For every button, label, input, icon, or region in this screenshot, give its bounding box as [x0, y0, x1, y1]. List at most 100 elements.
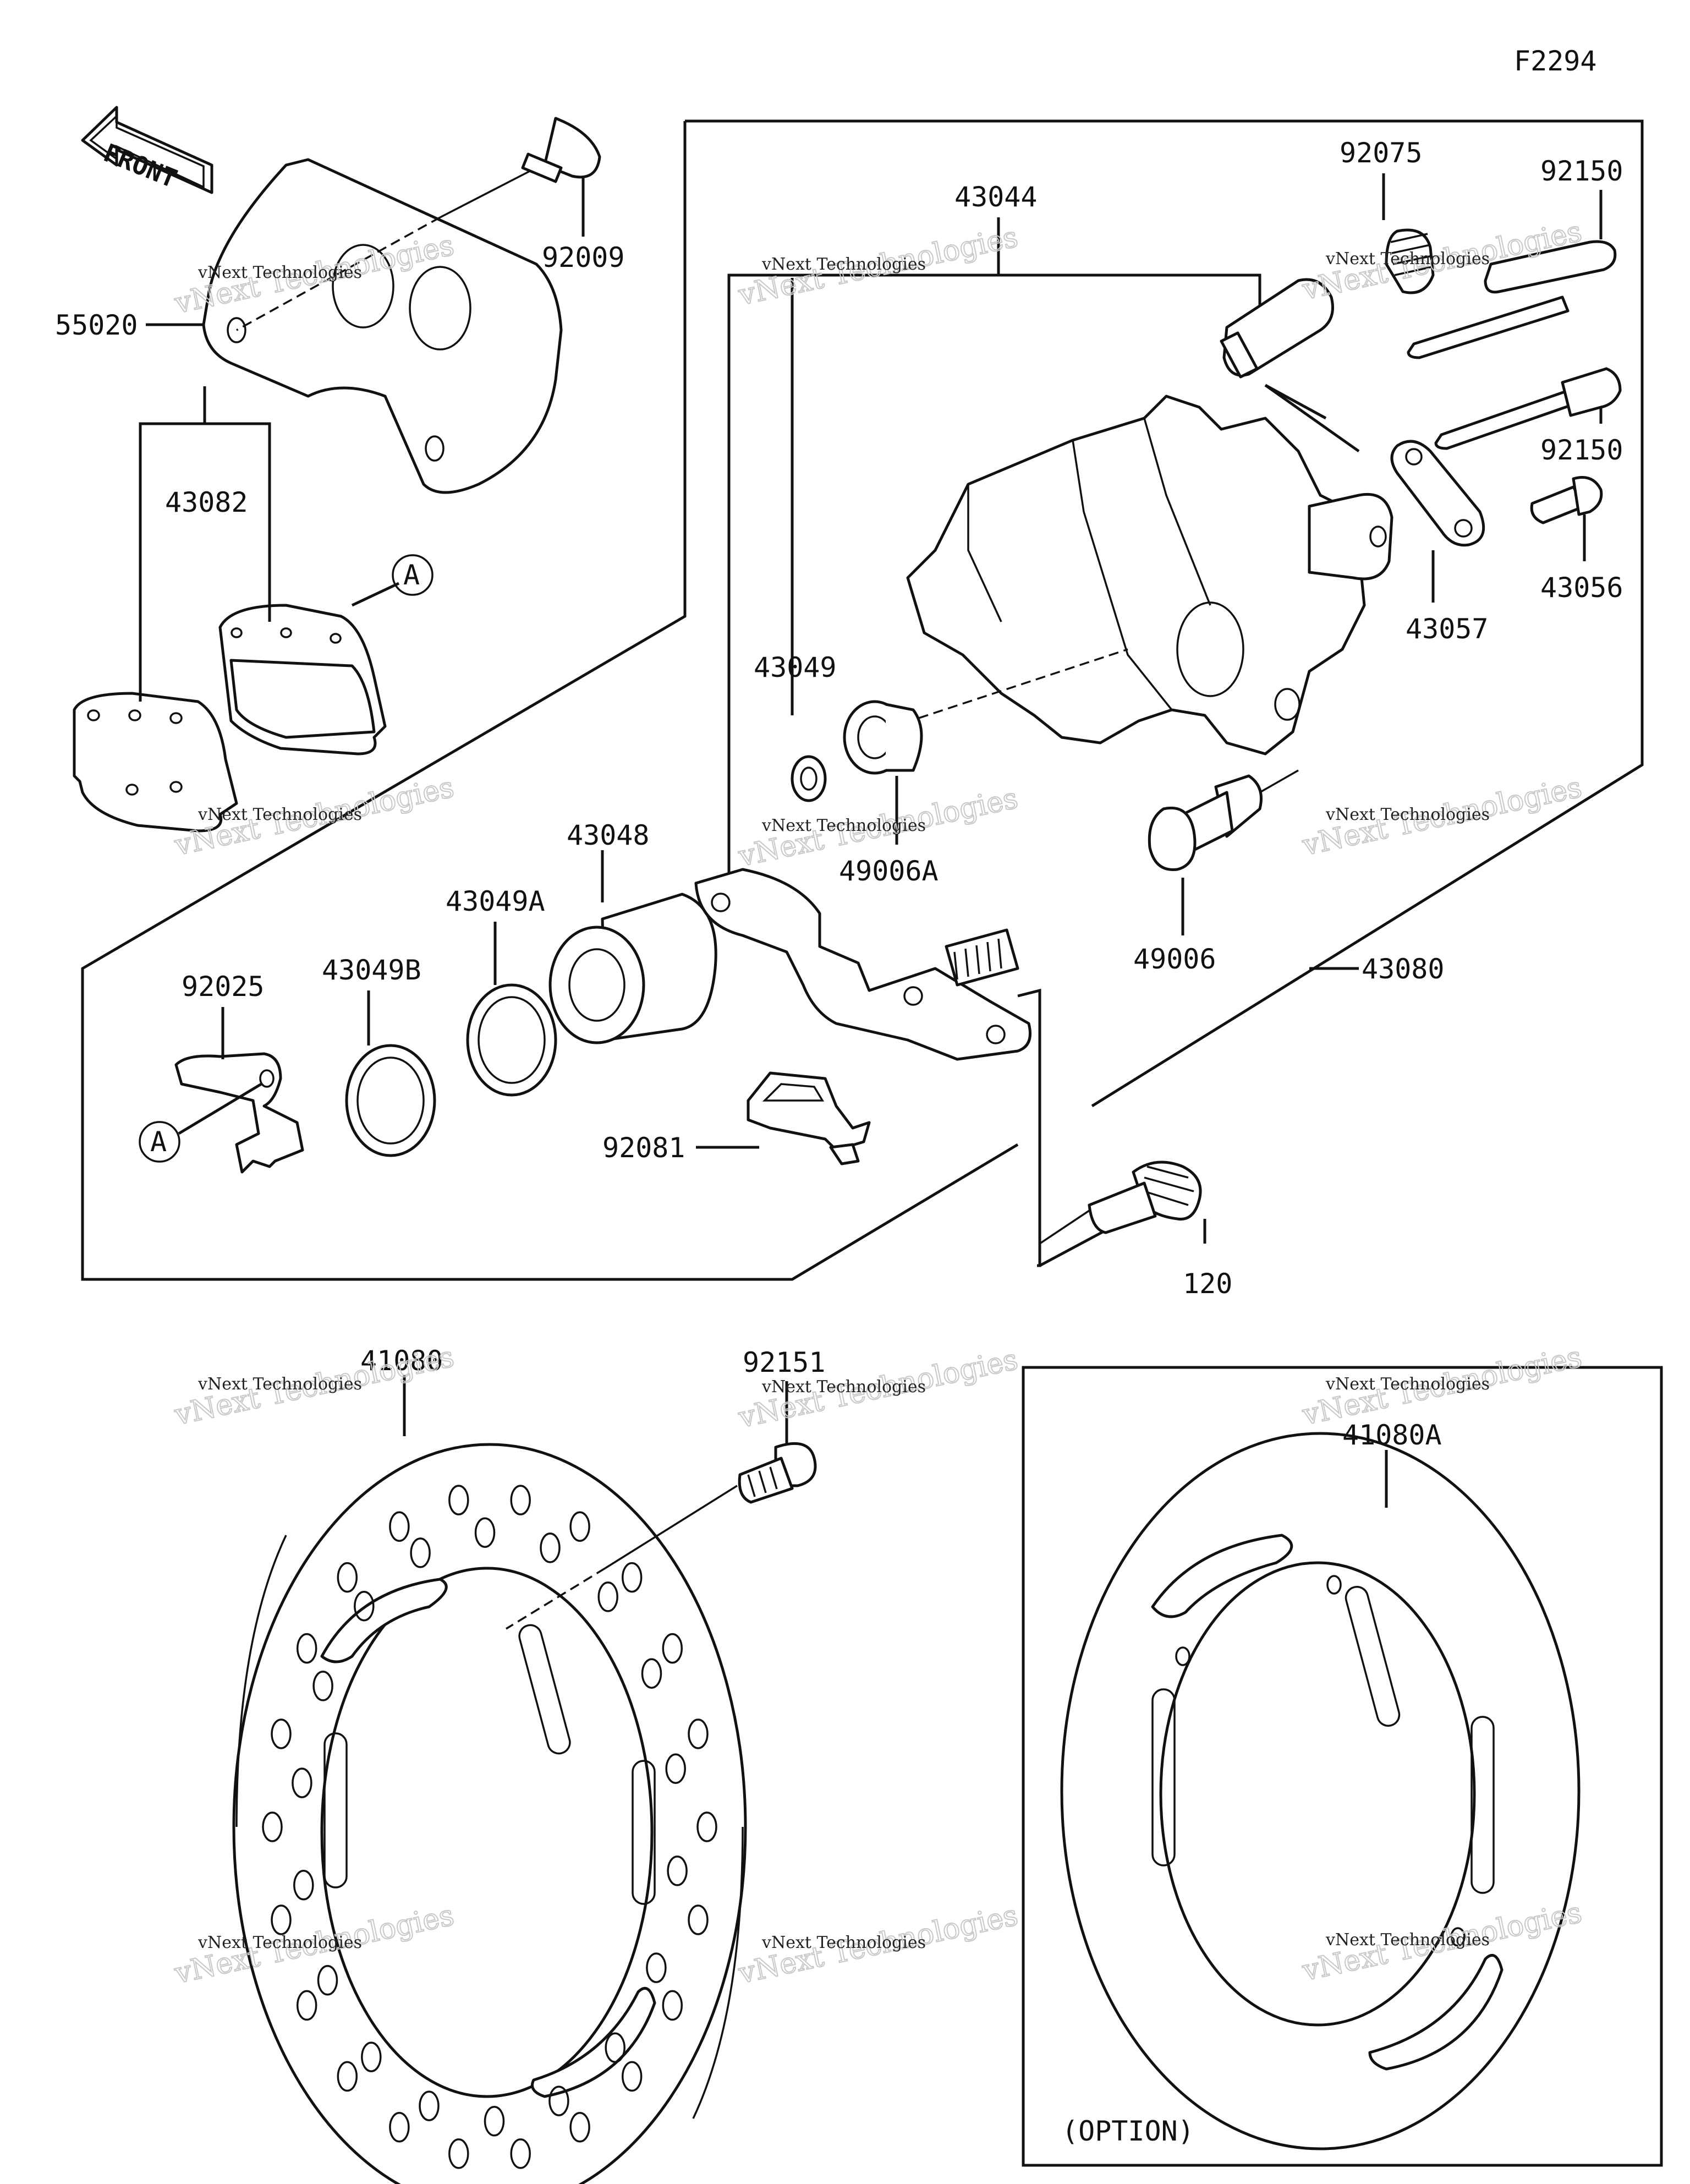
label-43044: 43044 [954, 181, 1038, 213]
disc-hole [361, 2041, 382, 2072]
disc-hole [662, 1633, 683, 1664]
ref-mark-a-bottom: A [150, 1126, 167, 1158]
part-92081-pad-spring [747, 1071, 871, 1165]
label-92150-top: 92150 [1540, 155, 1623, 187]
label-92151: 92151 [743, 1346, 826, 1378]
watermark-text: vNext Technologies [1325, 1930, 1490, 1950]
ref-circle-a-top [392, 554, 434, 596]
option-box [1022, 1366, 1663, 2167]
part-92150-pins [1407, 240, 1622, 450]
part-49006A-boot [843, 700, 923, 775]
watermark-text: vNext Technologies [197, 1933, 362, 1952]
ref-mark-a-top: A [403, 559, 420, 591]
part-43044-caliper-body [906, 395, 1393, 756]
label-49006A: 49006A [839, 855, 939, 887]
disc-hole [296, 1633, 317, 1664]
disc-hole [688, 1904, 709, 1935]
watermark-text: vNext Technologies [197, 263, 362, 282]
part-43082-brake-pads [73, 604, 387, 833]
label-41080A: 41080A [1342, 1419, 1442, 1451]
disc-hole [662, 1990, 683, 2021]
disc-hole [484, 2106, 505, 2137]
part-55020-bracket [202, 158, 563, 494]
watermark-text: vNext Technologies [761, 816, 926, 835]
part-92009-bolt [521, 117, 601, 183]
label-43082: 43082 [165, 486, 248, 518]
assembly-outline-right [1017, 988, 1041, 1267]
watermark-text: vNext Technologies [197, 805, 362, 824]
part-43049-seal [791, 755, 827, 802]
disc-hole [296, 1990, 317, 2021]
label-92075: 92075 [1340, 137, 1423, 169]
watermark-text: vNext Technologies [197, 1375, 362, 1394]
disc-hole [312, 1671, 333, 1701]
disc-hole [621, 1562, 643, 1593]
label-41080: 41080 [360, 1345, 443, 1377]
label-43049A: 43049A [446, 885, 545, 917]
disc-hole [665, 1753, 686, 1784]
disc-hole [548, 2086, 569, 2116]
assembly-outline-left [81, 121, 1019, 1281]
disc-hole [262, 1811, 283, 1842]
disc-hole [410, 1537, 431, 1568]
label-92150-bottom: 92150 [1540, 434, 1623, 466]
part-41080A-brake-disc [1060, 1432, 1581, 2150]
part-43056-bleeder [1530, 476, 1603, 524]
disc-hole [448, 1485, 469, 1515]
disc-hole [448, 2138, 469, 2169]
watermark-text: vNext Technologies [761, 1377, 926, 1397]
disc-hole [646, 1952, 667, 1983]
label-49006: 49006 [1133, 943, 1216, 975]
assembly-outline [685, 119, 1644, 1108]
part-43049B-ring [345, 1044, 436, 1157]
watermark-text: vNext Technologies [761, 255, 926, 274]
part-92151-bolt [738, 1442, 817, 1504]
disc-hole [540, 1532, 561, 1563]
option-label: (OPTION) [1062, 2115, 1194, 2147]
label-92081: 92081 [602, 1132, 685, 1164]
watermark-text: vNext Technologies [1325, 249, 1490, 269]
part-43049A-ring [466, 983, 557, 1097]
watermark-text: vNext Technologies [761, 1933, 926, 1952]
part-92025-spring [174, 1052, 304, 1174]
part-120-screw [1088, 1161, 1202, 1234]
disc-hole [474, 1517, 496, 1548]
label-43048: 43048 [567, 819, 650, 851]
disc-holes [262, 1485, 717, 2169]
disc-hole [605, 2032, 625, 2063]
label-43049: 43049 [754, 652, 837, 683]
part-43057-link [1390, 440, 1485, 547]
disc-hole [271, 1718, 292, 1749]
label-120: 120 [1183, 1268, 1232, 1300]
disc-hole [354, 1590, 375, 1622]
disc-hole [510, 2138, 531, 2169]
part-43048-piston [548, 893, 717, 1044]
disc-hole [510, 1485, 531, 1515]
label-92009: 92009 [542, 242, 625, 273]
disc-hole [389, 2112, 410, 2143]
watermark-text: vNext Technologies [1325, 805, 1490, 824]
disc-hole [621, 2061, 643, 2092]
disc-hole [292, 1767, 312, 1798]
disc-hole [317, 1965, 338, 1996]
part-92075-sleeve [1220, 228, 1435, 379]
disc-hole [337, 1562, 358, 1593]
label-43056: 43056 [1540, 572, 1623, 604]
label-43049B: 43049B [322, 954, 421, 986]
disc-hole [641, 1658, 662, 1689]
disc-hole [419, 2090, 440, 2121]
label-43080: 43080 [1362, 953, 1445, 985]
disc-hole [597, 1581, 618, 1612]
disc-hole [293, 1870, 314, 1901]
front-arrow-icon: FRONT [81, 106, 213, 194]
disc-hole [389, 1511, 410, 1542]
diagram-id: F2294 [1514, 45, 1597, 77]
part-41080-brake-disc [232, 1443, 747, 2184]
disc-hole [569, 2112, 590, 2143]
part-49006-bolt [1148, 774, 1263, 871]
disc-hole [696, 1811, 717, 1842]
disc-hole [337, 2061, 358, 2092]
label-92025: 92025 [182, 971, 265, 1003]
label-55020: 55020 [55, 309, 138, 341]
